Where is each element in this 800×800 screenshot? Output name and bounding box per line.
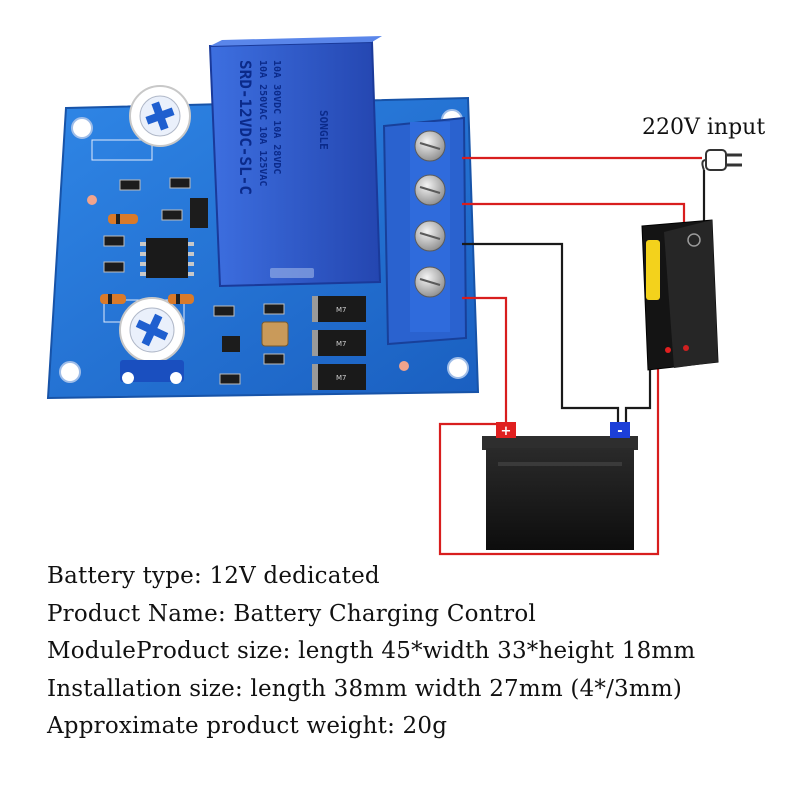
relay-rating-line-2: 10A 30VDC 10A 28VDC [271, 60, 282, 174]
rectifier-diodes: M7 M7 M7 [312, 296, 366, 390]
relay-rating-line-1: 10A 250VAC 10A 125VAC [257, 60, 268, 186]
wires [438, 156, 706, 556]
terminal-screw [414, 174, 446, 206]
wire-charger-negative [624, 368, 652, 422]
wire-battery-positive-to-module [462, 296, 508, 424]
power-plug-icon [701, 149, 742, 171]
wire-relay-to-charger [462, 202, 686, 222]
spec-battery-type: Battery type: 12V dedicated [47, 563, 380, 589]
input-voltage-label: 220V input [642, 115, 765, 140]
terminal-block [382, 116, 468, 346]
smd-resistors [103, 177, 285, 385]
mounting-hole [447, 357, 469, 379]
battery: + - [482, 422, 638, 550]
svg-text:M7: M7 [336, 306, 347, 314]
battery-positive-mark: + [501, 424, 512, 439]
potentiometer-top [129, 85, 191, 147]
charger-logo-icon [687, 233, 701, 247]
spec-module-size: ModuleProduct size: length 45*width 33*h… [47, 638, 696, 664]
battery-negative-mark: - [617, 424, 622, 439]
spec-weight: Approximate product weight: 20g [47, 713, 448, 739]
wiring-diagram: M7 M7 M7 SRD-12VDC-SL-C 10A 250VAC 10A 1… [46, 36, 765, 556]
potentiometer-bottom [119, 297, 185, 384]
wire-battery-negative-to-module [462, 242, 620, 422]
wire-charger-positive [438, 368, 660, 556]
charger-led-red [665, 347, 671, 353]
terminal-screw [414, 130, 446, 162]
relay-model: SRD-12VDC-SL-C [236, 60, 255, 195]
spec-product-name: Product Name: Battery Charging Control [47, 600, 536, 627]
ic-chip [140, 238, 194, 278]
charger-led-green [683, 345, 689, 351]
terminal-screw [414, 220, 446, 252]
relay: SRD-12VDC-SL-C 10A 250VAC 10A 125VAC 10A… [208, 36, 382, 288]
mounting-hole [59, 361, 81, 383]
charger-label [646, 240, 660, 300]
battery-negative-terminal [610, 422, 630, 438]
led-indicator [399, 361, 409, 371]
mounting-hole [71, 117, 93, 139]
relay-brand: SONGLE [317, 110, 330, 150]
spec-list: Battery type: 12V dedicated Product Name… [47, 558, 695, 746]
svg-text:M7: M7 [336, 340, 347, 348]
svg-text:M7: M7 [336, 374, 347, 382]
diodes [100, 214, 194, 304]
battery-charger [641, 219, 719, 371]
spec-installation-size: Installation size: length 38mm width 27m… [47, 675, 683, 702]
terminal-screw [414, 266, 446, 298]
battery-positive-terminal [496, 422, 516, 438]
led-indicator [87, 195, 97, 205]
